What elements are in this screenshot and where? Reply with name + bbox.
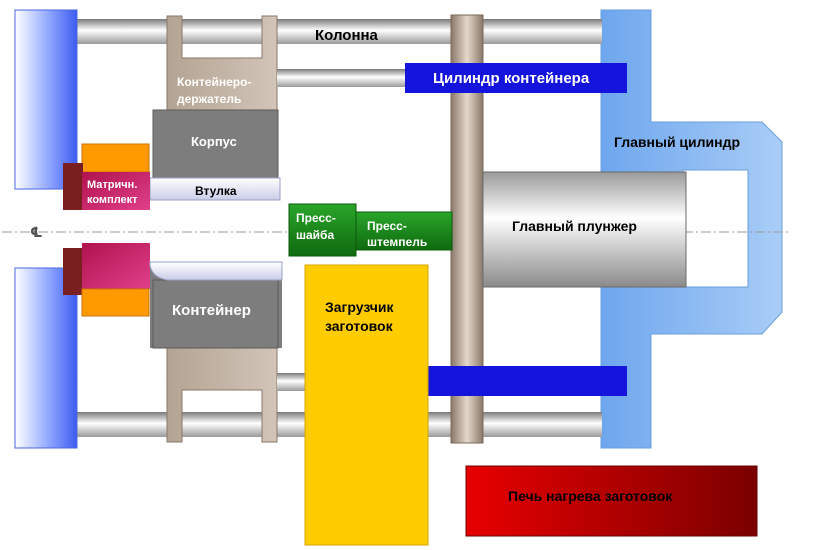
sleeve-label: Втулка [195, 184, 237, 198]
billet-furnace [465, 465, 758, 537]
die-backer-top [63, 163, 83, 210]
billet-loader [304, 264, 429, 546]
main-ram [482, 171, 687, 288]
die-set-bottom [82, 243, 150, 289]
die-set-top [82, 172, 150, 210]
container-cylinder-top [405, 63, 627, 93]
billet-loader-label-1: Загрузчик [325, 299, 395, 315]
stem-label-2: штемпель [367, 235, 427, 249]
platen-top [14, 9, 78, 190]
die-set-label-2: комплект [87, 194, 138, 206]
platen-bottom [14, 267, 78, 449]
dummy-block-label-2: шайба [296, 228, 334, 242]
sleeve-bottom [149, 261, 283, 281]
furnace-label: Печь нагрева заготовок [508, 488, 673, 504]
column-rod-top [76, 19, 602, 44]
die-set-label-1: Матричн. [87, 179, 137, 191]
container-label: Контейнер [172, 302, 251, 319]
container-holder-label-2: держатель [177, 92, 241, 106]
housing [152, 109, 279, 179]
die-ring-top [81, 143, 150, 173]
die-ring-bottom [81, 288, 150, 317]
container-cylinder-label: Цилиндр контейнера [433, 70, 590, 87]
dummy-block-label-1: Пресс- [296, 211, 336, 225]
main-ram-label: Главный плунжер [512, 218, 637, 234]
container-body [152, 279, 279, 349]
die-backer-bottom [63, 248, 83, 295]
container-cylinder-bottom [405, 366, 627, 396]
dummy-block [288, 203, 357, 257]
container-holder-label-1: Контейнеро- [177, 75, 251, 89]
housing-label: Корпус [191, 134, 237, 149]
centerline-label: ℄ [30, 224, 43, 240]
column-label: Колонна [315, 27, 379, 44]
stem [355, 211, 453, 251]
stem-label-1: Пресс- [367, 219, 407, 233]
container-cylinder-rod-top [277, 69, 407, 87]
billet-loader-label-2: заготовок [325, 318, 394, 334]
main-cylinder-label: Главный цилиндр [614, 134, 740, 150]
